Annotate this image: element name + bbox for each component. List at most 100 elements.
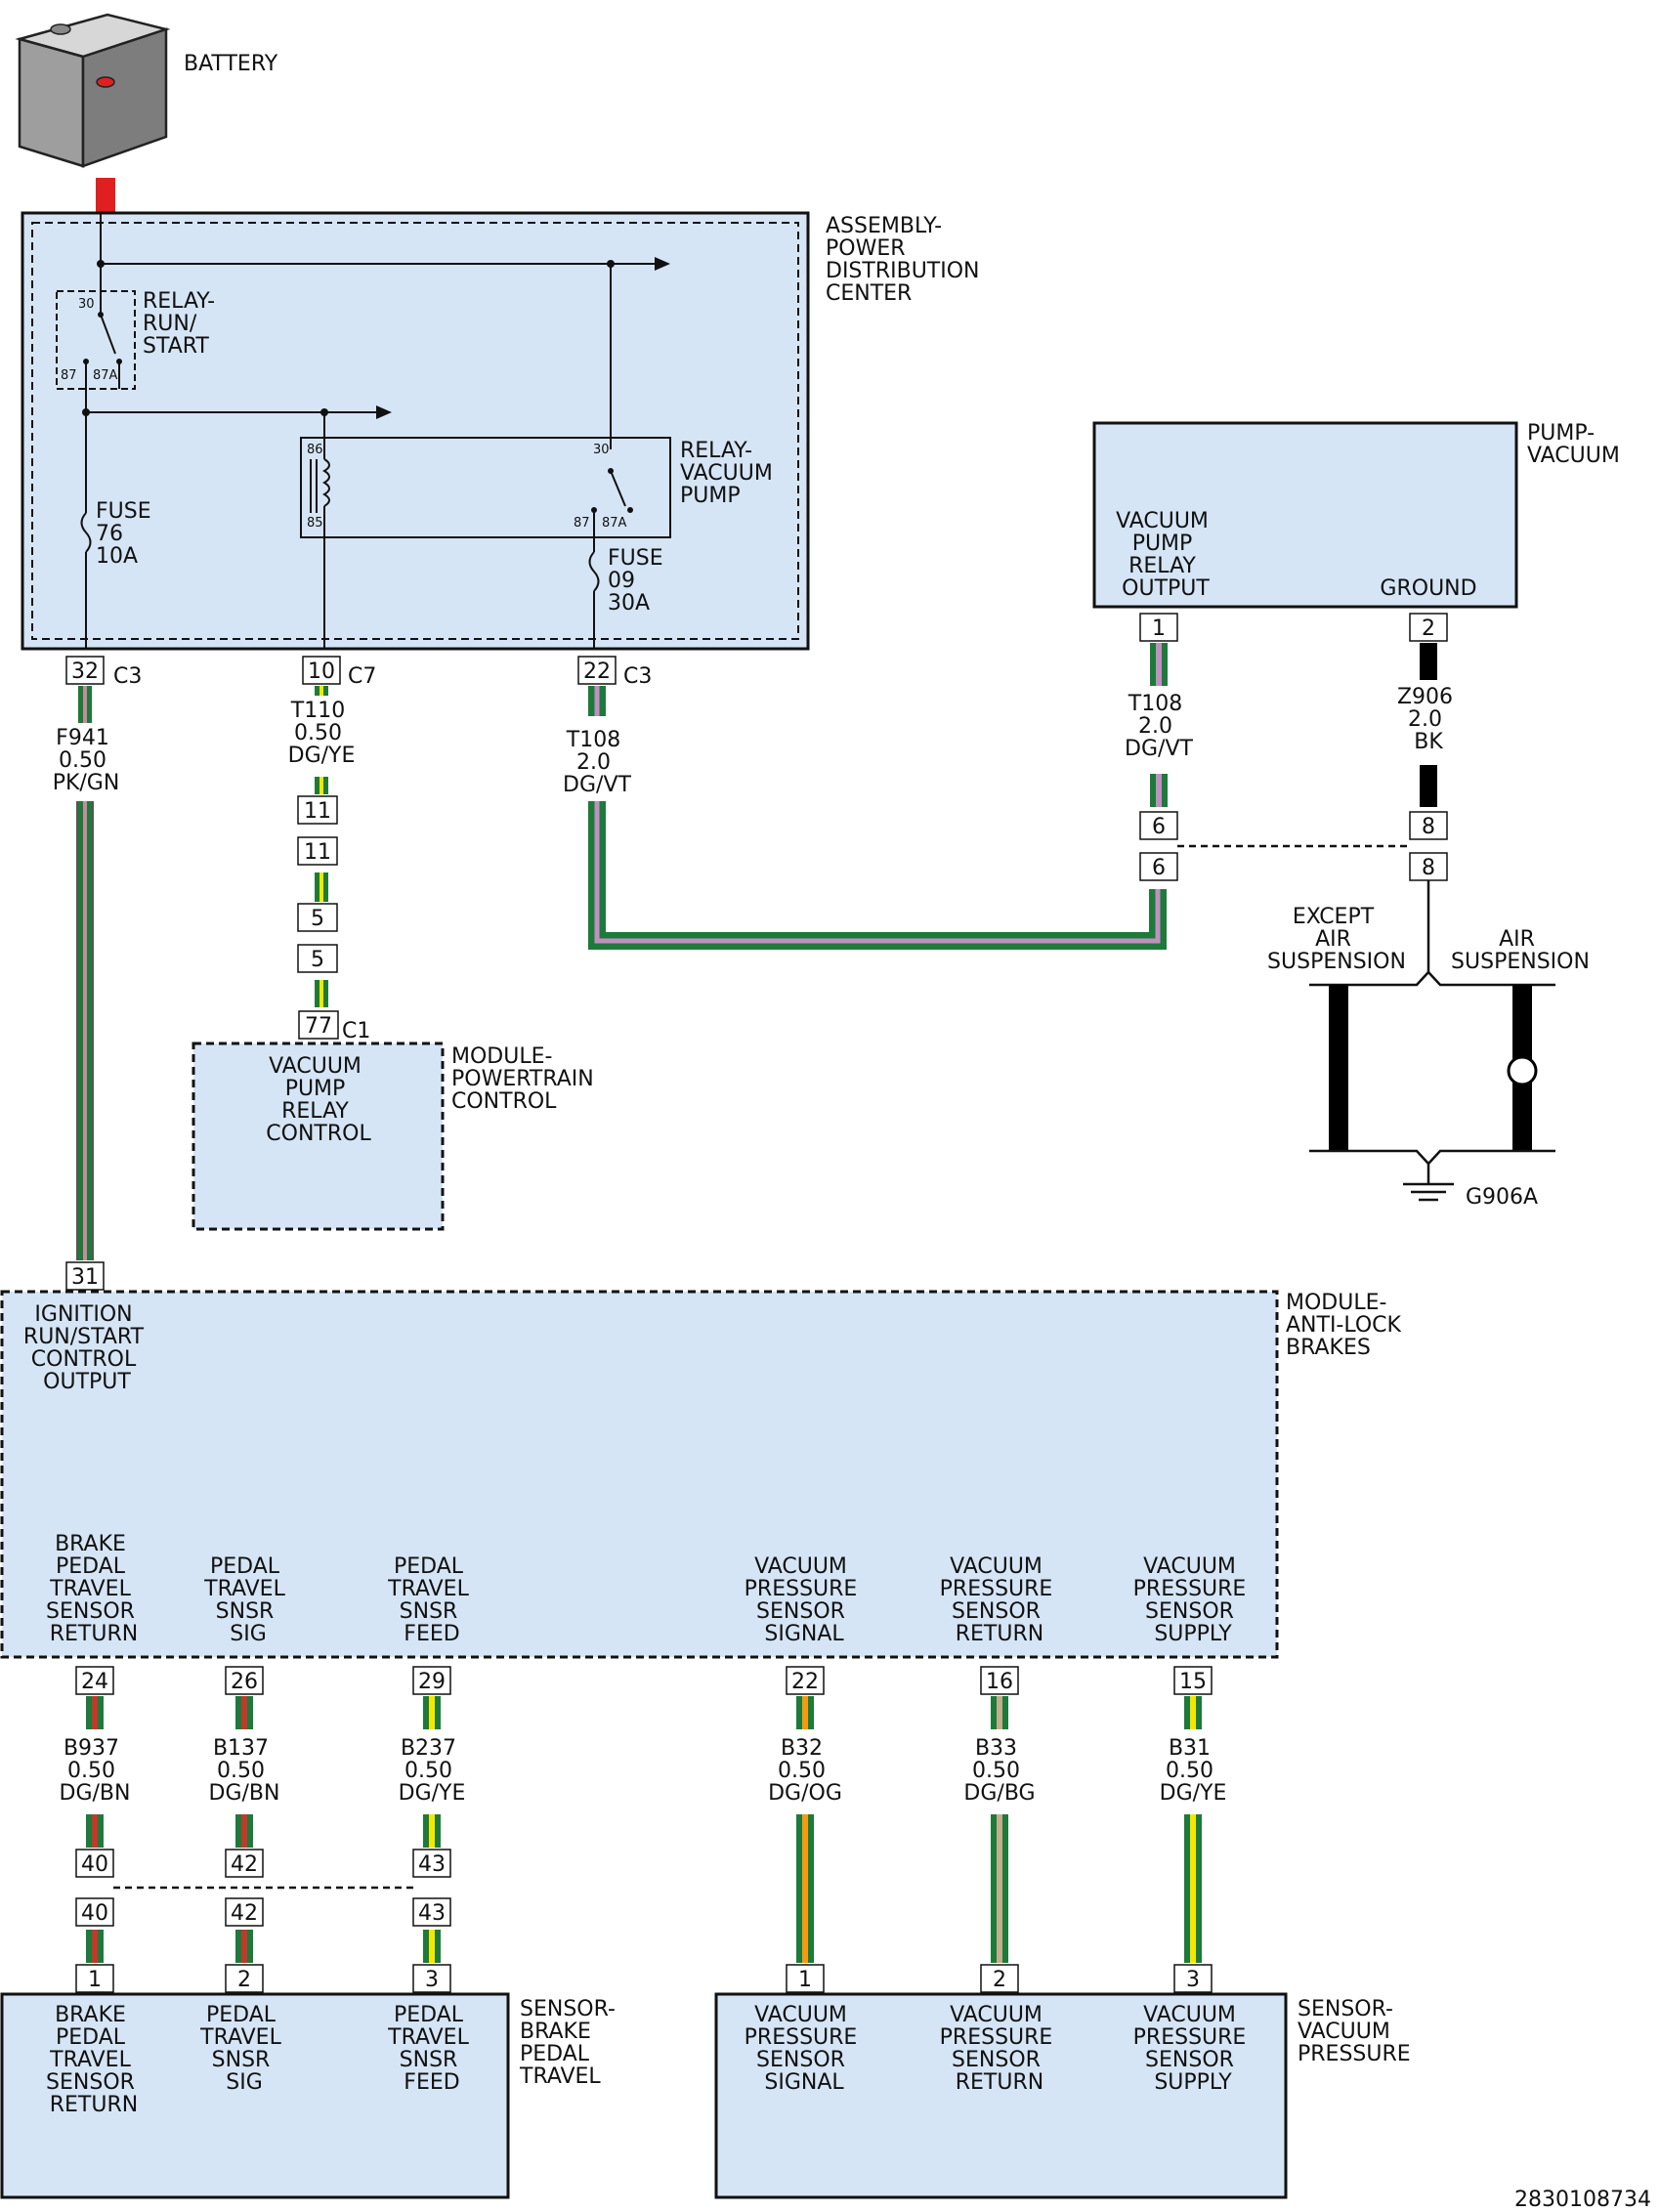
connector-abs-22: 22 [786,1666,825,1695]
connector-inline-11: 11 11 [297,795,338,866]
wire-t108-run [588,686,1167,950]
svg-text:77: 77 [305,1014,332,1039]
fuse-09-label: FUSE 09 30A [608,546,670,616]
connector-vp-3: 3 [1173,1964,1213,1993]
sensor-vp-pin-1-label: VACUUM PRESSURE SENSOR SIGNAL [745,2003,865,2095]
connector-c3-32: 32 C3 [65,656,142,689]
svg-text:22: 22 [583,659,611,684]
connector-inline-40: 40 40 [75,1849,114,1927]
wire-t108-pump [1150,643,1168,807]
wire-b937-label: B937 0.50 DG/BN [60,1736,131,1806]
fuse-76-label: FUSE 76 10A [96,499,158,569]
wire-b33 [991,1696,1008,1963]
svg-text:40: 40 [81,1852,108,1877]
connector-bp-2: 2 [225,1964,264,1993]
svg-text:43: 43 [418,1901,446,1926]
sensor-vp-pin-2-label: VACUUM PRESSURE SENSOR RETURN [940,2003,1060,2095]
wire-b137-label: B137 0.50 DG/BN [209,1736,280,1806]
svg-text:6: 6 [1152,856,1166,880]
connector-abs-24: 24 [75,1666,114,1695]
svg-text:42: 42 [231,1901,258,1926]
relay-run-pin-30: 30 [78,297,95,312]
svg-text:24: 24 [81,1670,108,1694]
connector-inline-43: 43 43 [412,1849,451,1927]
wire-t108-label-a: T108 2.0 DG/VT [563,728,631,797]
sensor-vp-title: SENSOR- VACUUM PRESSURE [1298,1997,1411,2066]
pdc-title: ASSEMBLY- POWER DISTRIBUTION CENTER [826,214,987,306]
pump-ground-label: GROUND [1380,576,1476,601]
svg-text:15: 15 [1179,1670,1207,1694]
wire-b32 [796,1696,814,1963]
svg-text:11: 11 [304,799,331,824]
svg-text:2: 2 [237,1968,251,1992]
abs-pin-15-label: VACUUM PRESSURE SENSOR SUPPLY [1133,1554,1254,1646]
wire-f941 [76,686,94,1260]
wire-b237-label: B237 0.50 DG/YE [399,1736,466,1806]
wire-b937 [86,1696,104,1963]
svg-text:32: 32 [71,659,99,684]
svg-text:5: 5 [311,907,324,931]
svg-text:C1: C1 [342,1019,370,1043]
wire-b137 [235,1696,253,1963]
connector-abs-31: 31 [65,1261,105,1291]
svg-text:C3: C3 [623,664,652,689]
svg-text:1: 1 [798,1968,812,1992]
abs-pin-26-label: PEDAL TRAVEL SNSR SIG [203,1554,292,1646]
wire-b31 [1184,1696,1202,1963]
wire-b237 [423,1696,441,1963]
relay-vac-pin-85: 85 [307,516,323,531]
power-distribution-center: ASSEMBLY- POWER DISTRIBUTION CENTER 30 8… [21,211,987,651]
connector-inline-6: 6 6 [1139,811,1178,881]
wire-z906-label: Z906 2.0 BK [1397,685,1460,754]
module-powertrain-control: VACUUM PUMP RELAY CONTROL MODULE- POWERT… [192,1042,594,1231]
ground-g906a-label: G906A [1466,1185,1538,1210]
abs-pin-29-label: PEDAL TRAVEL SNSR FEED [387,1554,476,1646]
connector-vp-1: 1 [786,1964,825,1993]
battery-cable [96,178,115,213]
wire-b31-label: B31 0.50 DG/YE [1160,1736,1227,1806]
svg-text:8: 8 [1422,815,1435,839]
module-anti-lock-brakes: MODULE- ANTI-LOCK BRAKES IGNITION RUN/ST… [0,1290,1408,1659]
relay-vac-pin-86: 86 [307,443,323,457]
ground-air-label: AIR SUSPENSION [1451,927,1590,974]
figure-id: 2830108734 [1514,2188,1651,2212]
pump-vacuum: PUMP- VACUUM VACUUM PUMP RELAY OUTPUT GR… [1092,421,1620,609]
battery: BATTERY [15,13,278,168]
svg-text:26: 26 [231,1670,258,1694]
connector-inline-5: 5 5 [297,903,338,973]
svg-text:2: 2 [1422,617,1435,641]
connector-abs-16: 16 [980,1666,1019,1695]
relay-run-label: RELAY- RUN/ START [143,289,222,359]
svg-text:40: 40 [81,1901,108,1926]
svg-text:43: 43 [418,1852,446,1877]
connector-pcm-c1-77: 77 C1 [298,1010,370,1043]
abs-pin-16-label: VACUUM PRESSURE SENSOR RETURN [940,1554,1060,1646]
svg-text:1: 1 [88,1968,102,1992]
connector-pump-1: 1 [1139,613,1178,642]
wire-b32-label: B32 0.50 DG/OG [768,1736,842,1806]
wire-t110-label: T110 0.50 DG/YE [288,699,356,768]
pcm-inner-label: VACUUM PUMP RELAY CONTROL [266,1054,371,1146]
wire-t108-label-b: T108 2.0 DG/VT [1125,692,1193,761]
abs-title: MODULE- ANTI-LOCK BRAKES [1286,1291,1408,1360]
wire-f941-label: F941 0.50 PK/GN [53,726,120,795]
connector-c7-10: 10 C7 [302,656,376,689]
svg-text:2: 2 [993,1968,1006,1992]
svg-text:22: 22 [791,1670,819,1694]
relay-run-pin-87: 87 [61,368,77,383]
svg-text:3: 3 [425,1968,439,1992]
pump-output-label: VACUUM PUMP RELAY OUTPUT [1116,509,1215,601]
svg-text:5: 5 [311,948,324,972]
svg-text:C3: C3 [113,664,142,689]
connector-inline-8: 8 8 [1409,811,1448,881]
relay-vacuum-pump-label: RELAY- VACUUM PUMP [680,439,780,508]
svg-text:1: 1 [1152,617,1166,641]
battery-label: BATTERY [184,52,278,76]
svg-text:10: 10 [308,659,335,684]
svg-text:3: 3 [1186,1968,1200,1992]
wire-t110 [315,686,328,1007]
abs-pin-22-label: VACUUM PRESSURE SENSOR SIGNAL [745,1554,865,1646]
connector-pump-2: 2 [1409,613,1448,642]
wire-z906 [1420,643,1437,807]
